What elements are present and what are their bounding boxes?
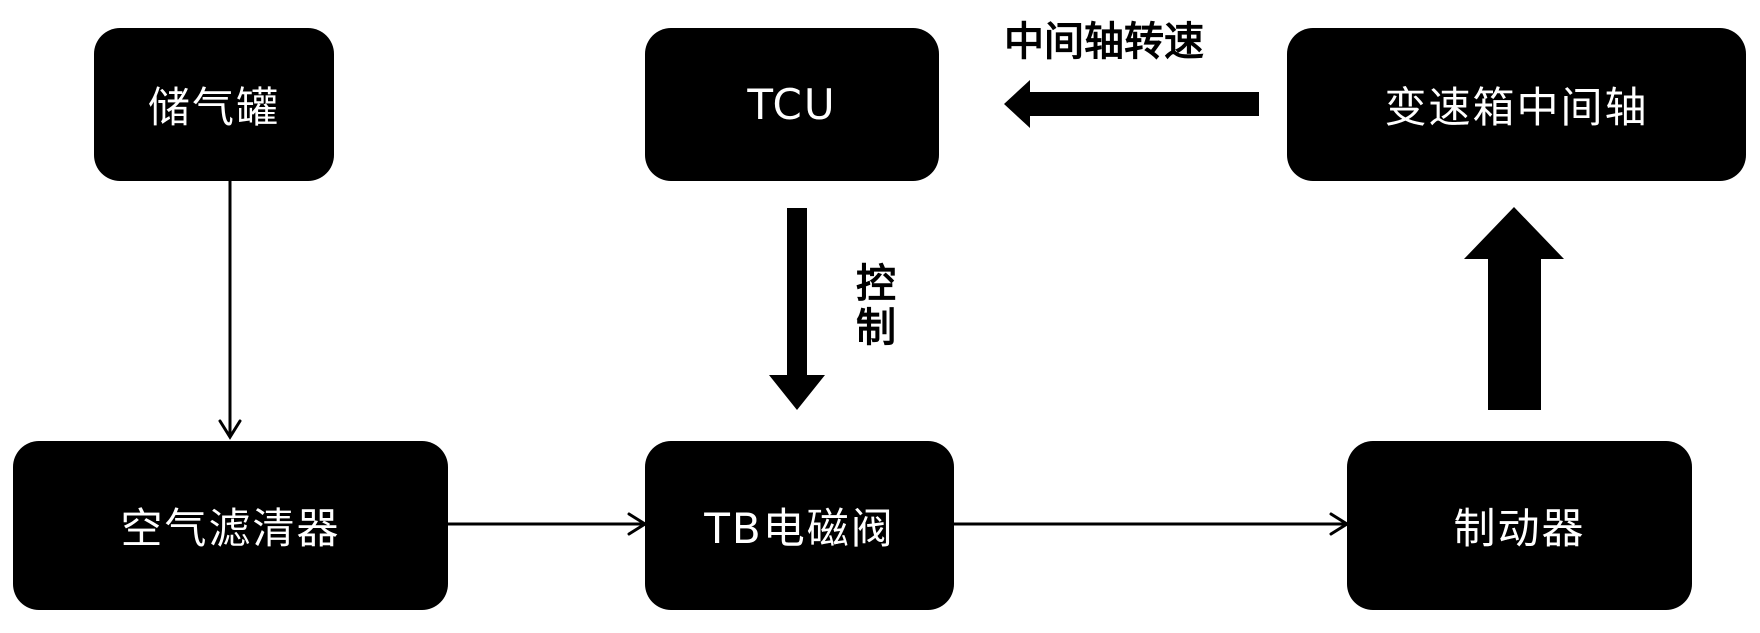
edge-brake-to-gearbox-countershaft (1464, 207, 1564, 410)
node-tcu-label: TCU (747, 80, 837, 129)
node-air-filter: 空气滤清器 (13, 441, 448, 610)
node-tb-solenoid-valve-label: TB电磁阀 (704, 504, 895, 553)
node-gearbox-countershaft: 变速箱中间轴 (1287, 28, 1746, 181)
node-brake-label: 制动器 (1453, 504, 1586, 553)
node-brake: 制动器 (1347, 441, 1692, 610)
node-air-tank: 储气罐 (94, 28, 334, 181)
edge-air-tank-to-air-filter (218, 180, 242, 440)
edge-tb-valve-to-brake (954, 512, 1350, 536)
edge-label-countershaft-speed: 中间轴转速 (1004, 19, 1204, 65)
edge-air-filter-to-tb-valve (448, 512, 648, 536)
node-air-filter-label: 空气滤清器 (120, 504, 341, 553)
edge-gearbox-countershaft-to-tcu (1004, 80, 1259, 128)
thick-left-arrow-icon (1004, 80, 1259, 128)
node-tb-solenoid-valve: TB电磁阀 (645, 441, 954, 610)
arrowhead-icon (218, 419, 242, 440)
edge-label-control: 控制 (849, 262, 895, 350)
thick-up-arrow-icon (1464, 207, 1564, 410)
edge-tcu-to-tb-valve (769, 208, 825, 410)
node-air-tank-label: 储气罐 (147, 83, 280, 132)
thick-down-arrow-icon (769, 208, 825, 410)
node-tcu: TCU (645, 28, 939, 181)
node-gearbox-countershaft-label: 变速箱中间轴 (1384, 83, 1649, 132)
